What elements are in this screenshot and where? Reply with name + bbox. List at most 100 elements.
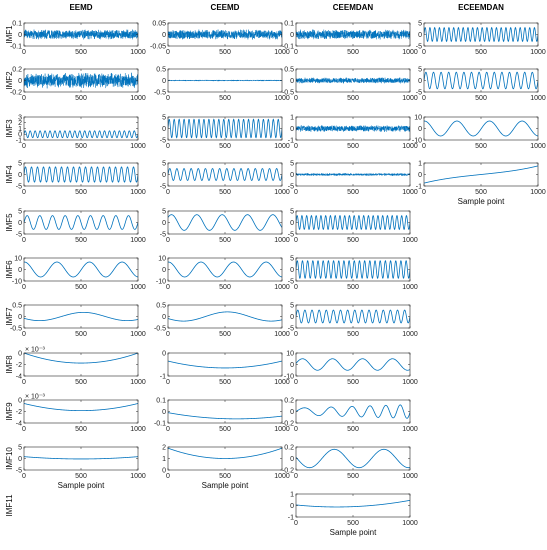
y-tick-label: -10 [156, 278, 166, 285]
y-tick-label: 2 [18, 120, 22, 127]
series-line-eemd-imf2 [24, 72, 138, 89]
y-tick-label: 0.5 [156, 302, 166, 309]
series-line-ceemd-imf5 [168, 214, 282, 231]
y-tick-label: 1 [418, 160, 422, 167]
x-tick-label: 500 [219, 379, 231, 386]
y-tick-label: 5 [162, 208, 166, 215]
x-tick-label: 500 [347, 189, 359, 196]
x-tick-label: 1000 [274, 95, 290, 102]
y-tick-label: -0.2 [10, 89, 22, 96]
column-title-ceemd: CEEMD [211, 3, 240, 12]
x-tick-label: 0 [22, 95, 26, 102]
y-tick-label: 5 [18, 444, 22, 451]
series-line-ceemd-imf8 [168, 360, 282, 369]
x-tick-label: 500 [75, 143, 87, 150]
y-tick-label: 10 [414, 114, 422, 121]
y-tick-label: 0 [18, 456, 22, 463]
x-tick-label: 500 [219, 331, 231, 338]
x-tick-label: 0 [166, 189, 170, 196]
y-tick-label: 5 [290, 302, 294, 309]
x-tick-label: 500 [75, 49, 87, 56]
y-tick-label: 0 [18, 220, 22, 227]
x-tick-label: 1000 [274, 331, 290, 338]
x-tick-label: 0 [22, 426, 26, 433]
row-label-imf2: IMF2 [5, 71, 14, 90]
row-label-imf6: IMF6 [5, 260, 14, 279]
x-tick-label: 0 [294, 520, 298, 527]
series-line-ceemdan-imf5 [296, 214, 410, 231]
x-tick-label: 0 [294, 95, 298, 102]
x-tick-label: 1000 [274, 426, 290, 433]
x-tick-label: 500 [75, 189, 87, 196]
y-tick-label: 0 [418, 172, 422, 179]
y-tick-label: 0 [162, 409, 166, 416]
x-tick-label: 0 [166, 473, 170, 480]
y-tick-label: -10 [12, 278, 22, 285]
y-tick-label: -0.1 [10, 43, 22, 50]
column-title-ceemdan: CEEMDAN [333, 3, 374, 12]
y-tick-label: 0 [290, 126, 294, 133]
plot-frame [295, 399, 411, 424]
x-tick-label: 500 [219, 189, 231, 196]
y-tick-label: -0.1 [154, 420, 166, 427]
x-tick-label: 0 [166, 426, 170, 433]
plot-frame [167, 304, 283, 329]
y-tick-label: 0 [18, 314, 22, 321]
series-line-ceemd-imf4 [168, 168, 282, 181]
x-tick-label: 1000 [402, 473, 418, 480]
x-tick-label: 1000 [402, 284, 418, 291]
x-tick-label: 500 [219, 473, 231, 480]
x-tick-label: 0 [166, 237, 170, 244]
x-tick-label: 1000 [402, 49, 418, 56]
y-tick-label: 0.5 [12, 302, 22, 309]
x-tick-label: 0 [294, 189, 298, 196]
x-tick-label: 500 [347, 379, 359, 386]
plot-frame [23, 446, 139, 471]
y-tick-label: 5 [18, 160, 22, 167]
y-tick-label: -2 [16, 409, 22, 416]
x-tick-label: 0 [422, 49, 426, 56]
x-tick-label: 500 [219, 49, 231, 56]
y-tick-label: -5 [160, 231, 166, 238]
y-tick-label: -0.5 [154, 325, 166, 332]
x-tick-label: 0 [22, 237, 26, 244]
x-tick-label: 500 [75, 379, 87, 386]
x-tick-label: 500 [75, 426, 87, 433]
y-tick-label: 10 [14, 255, 22, 262]
x-tick-label: 0 [294, 426, 298, 433]
series-line-ceemdan-imf11 [296, 499, 410, 508]
x-tick-label: 500 [475, 49, 487, 56]
y-tick-label: 0 [162, 267, 166, 274]
y-tick-label: 0 [18, 350, 22, 357]
y-tick-label: -5 [288, 325, 294, 332]
y-tick-label: 0 [418, 32, 422, 39]
x-tick-label: 0 [22, 331, 26, 338]
series-line-eemd-imf9 [24, 403, 138, 412]
row-label-imf8: IMF8 [5, 355, 14, 374]
series-line-ceemdan-imf2 [296, 77, 410, 84]
series-line-ceemd-imf3 [168, 118, 282, 139]
y-tick-label: 2 [162, 444, 166, 451]
y-tick-label: -2 [16, 362, 22, 369]
row-label-imf5: IMF5 [5, 213, 14, 232]
series-line-ceemdan-imf1 [296, 29, 410, 40]
x-tick-label: 1000 [530, 49, 546, 56]
y-tick-label: -5 [288, 231, 294, 238]
series-line-eemd-imf8 [24, 353, 138, 364]
y-tick-label: 0 [290, 362, 294, 369]
y-tick-label: 5 [290, 160, 294, 167]
